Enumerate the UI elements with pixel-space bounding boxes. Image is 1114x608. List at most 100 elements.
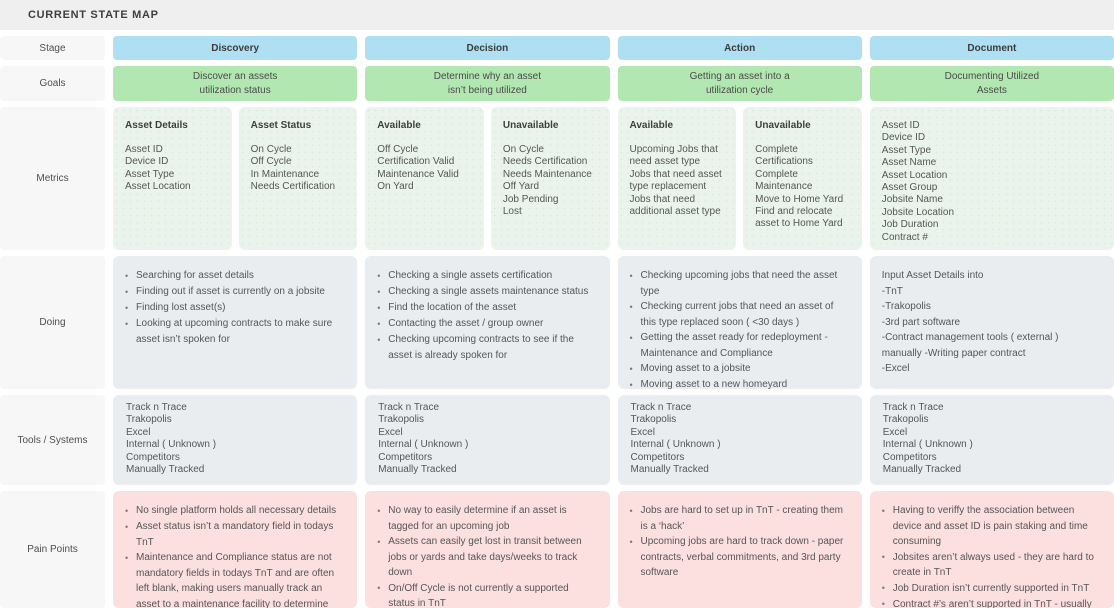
metrics-card-title: Unavailable <box>502 120 559 131</box>
metric-item: Jobs that need additional asset type <box>629 193 721 218</box>
bullet-text: Checking upcoming jobs that need the ass… <box>640 270 838 297</box>
bullet-icon: • <box>377 536 381 547</box>
goal-text-line: Discover an assets <box>192 70 278 82</box>
stage-cell-action: Action <box>617 36 862 60</box>
goal-text-line: Assets <box>976 84 1007 96</box>
bullet-text: Searching for asset details <box>136 270 254 281</box>
metric-item: Move to Home Yard <box>755 193 844 205</box>
bullet-icon: • <box>377 505 381 516</box>
goal-text-line: Getting an asset into a <box>689 70 790 82</box>
bullet-item: •Maintenance and Compliance status are n… <box>125 550 341 608</box>
metric-item: Lost <box>502 206 522 218</box>
bullet-icon: • <box>125 318 129 329</box>
tool-item: Internal ( Unknown ) <box>882 439 973 451</box>
bullet-item: •Job Duration isn’t currently supported … <box>882 581 1098 597</box>
bullet-item: • Finding lost asset(s) <box>125 300 341 316</box>
doing-item: Input Asset Details into <box>881 270 984 281</box>
metric-item: Asset ID <box>125 144 163 155</box>
bullet-text: Looking at upcoming contracts to make su… <box>136 318 333 345</box>
bullet-icon: • <box>377 583 381 593</box>
pain-points-cell-action: •Jobs are hard to set up in TnT - creati… <box>617 491 862 608</box>
tool-item: Internal ( Unknown ) <box>126 439 217 451</box>
row-label-doing: Doing <box>0 256 105 389</box>
bullet-item: •Checking a single assets certification <box>377 268 593 284</box>
pain-points-cell-discovery: •No single platform holds all necessary … <box>113 491 358 608</box>
tool-item: Trakopolis <box>630 414 677 426</box>
goal-text-line: Determine why an asset <box>433 70 542 82</box>
metric-item: Off Yard <box>502 181 540 193</box>
tool-item: Internal ( Unknown ) <box>630 439 721 451</box>
metric-item: Complete Certifications <box>755 144 813 168</box>
doing-cell-decision: •Checking a single assets certification •… <box>365 256 610 389</box>
pain-points-cell-decision: •No way to easily determine if an asset … <box>365 491 610 608</box>
bullet-icon: • <box>125 302 129 313</box>
doing-item: -TnT <box>881 285 903 297</box>
bullet-item: •Find the location of the asset <box>377 300 593 316</box>
metrics-card-title: Available <box>629 120 674 131</box>
page-header: CURRENT STATE MAP <box>0 0 1114 30</box>
row-label-metrics: Metrics <box>0 107 105 250</box>
tool-item: Trakopolis <box>882 414 929 426</box>
goal-text-line: Documenting Utilized <box>944 70 1040 82</box>
tool-item: Track n Trace <box>882 402 944 413</box>
tool-item: Competitors <box>126 451 180 463</box>
bullet-text: Having to veriffy the association betwee… <box>892 505 1088 547</box>
bullet-text: On/Off Cycle is not currently a supporte… <box>388 582 569 608</box>
doing-cell-action: • Checking upcoming jobs that need the as… <box>617 256 862 389</box>
bullet-item: •Finding out if asset is currently on a … <box>125 284 341 300</box>
bullet-item: •Upcoming jobs are hard to track down - … <box>630 534 846 581</box>
bullet-text: Finding lost asset(s) <box>136 302 226 313</box>
metric-item: Off Cycle <box>250 156 292 168</box>
bullet-item: • Moving asset to a new homeyard <box>630 377 846 389</box>
metric-item: Asset Type <box>881 144 932 156</box>
bullet-item: •Asset status isn’t a mandatory field in… <box>125 519 341 550</box>
tool-item: Manually Tracked <box>378 464 457 476</box>
tool-item: Competitors <box>882 451 937 463</box>
doing-item: -Trakopolis <box>881 301 931 312</box>
bullet-icon: • <box>629 332 633 343</box>
metric-item: Needs Certification <box>502 156 588 168</box>
metric-item: Asset Location <box>125 181 191 193</box>
tool-item: Competitors <box>378 451 433 463</box>
bullet-text: Getting the asset ready for redeployment… <box>640 332 828 359</box>
metric-item: Jobsite Location <box>881 206 955 218</box>
tool-item: Excel <box>126 426 151 438</box>
bullet-text: Moving asset to a jobsite <box>640 363 751 374</box>
metric-item: Complete Maintenance <box>755 168 813 193</box>
bullet-text: Contacting the asset / group owner <box>388 318 544 329</box>
bullet-icon: • <box>125 552 129 563</box>
stage-cell-document: Document <box>869 36 1114 60</box>
bullet-item: •No way to easily determine if an asset … <box>377 503 593 534</box>
row-label-goals: Goals <box>0 66 105 101</box>
goal-text-line: utilization status <box>199 84 271 96</box>
row-label-tools: Tools / Systems <box>0 395 105 485</box>
bullet-text: Assets can easily get lost in transit be… <box>388 536 582 578</box>
metrics-card-title: Available <box>377 120 421 131</box>
metric-item: Maintenance Valid <box>377 168 459 180</box>
bullet-icon: • <box>377 334 381 345</box>
metric-item: Asset Name <box>881 157 937 169</box>
metric-item: Contract # <box>881 231 928 243</box>
bullet-icon: • <box>629 379 633 390</box>
metric-item: On Yard <box>377 181 414 193</box>
metrics-card-title: Asset Details <box>125 120 188 131</box>
bullet-text: Moving asset to a new homeyard <box>640 379 788 389</box>
tool-item: Trakopolis <box>378 414 425 426</box>
metric-item: Off Cycle <box>377 144 419 155</box>
bullet-text: Jobsites aren’t always used - they are h… <box>892 551 1094 579</box>
bullet-icon: • <box>125 521 129 532</box>
doing-item: -Excel <box>881 363 910 374</box>
metric-item: Find and relocate asset to Home Yard <box>755 206 843 230</box>
metric-item: On Cycle <box>502 144 544 155</box>
bullet-icon: • <box>629 505 633 516</box>
